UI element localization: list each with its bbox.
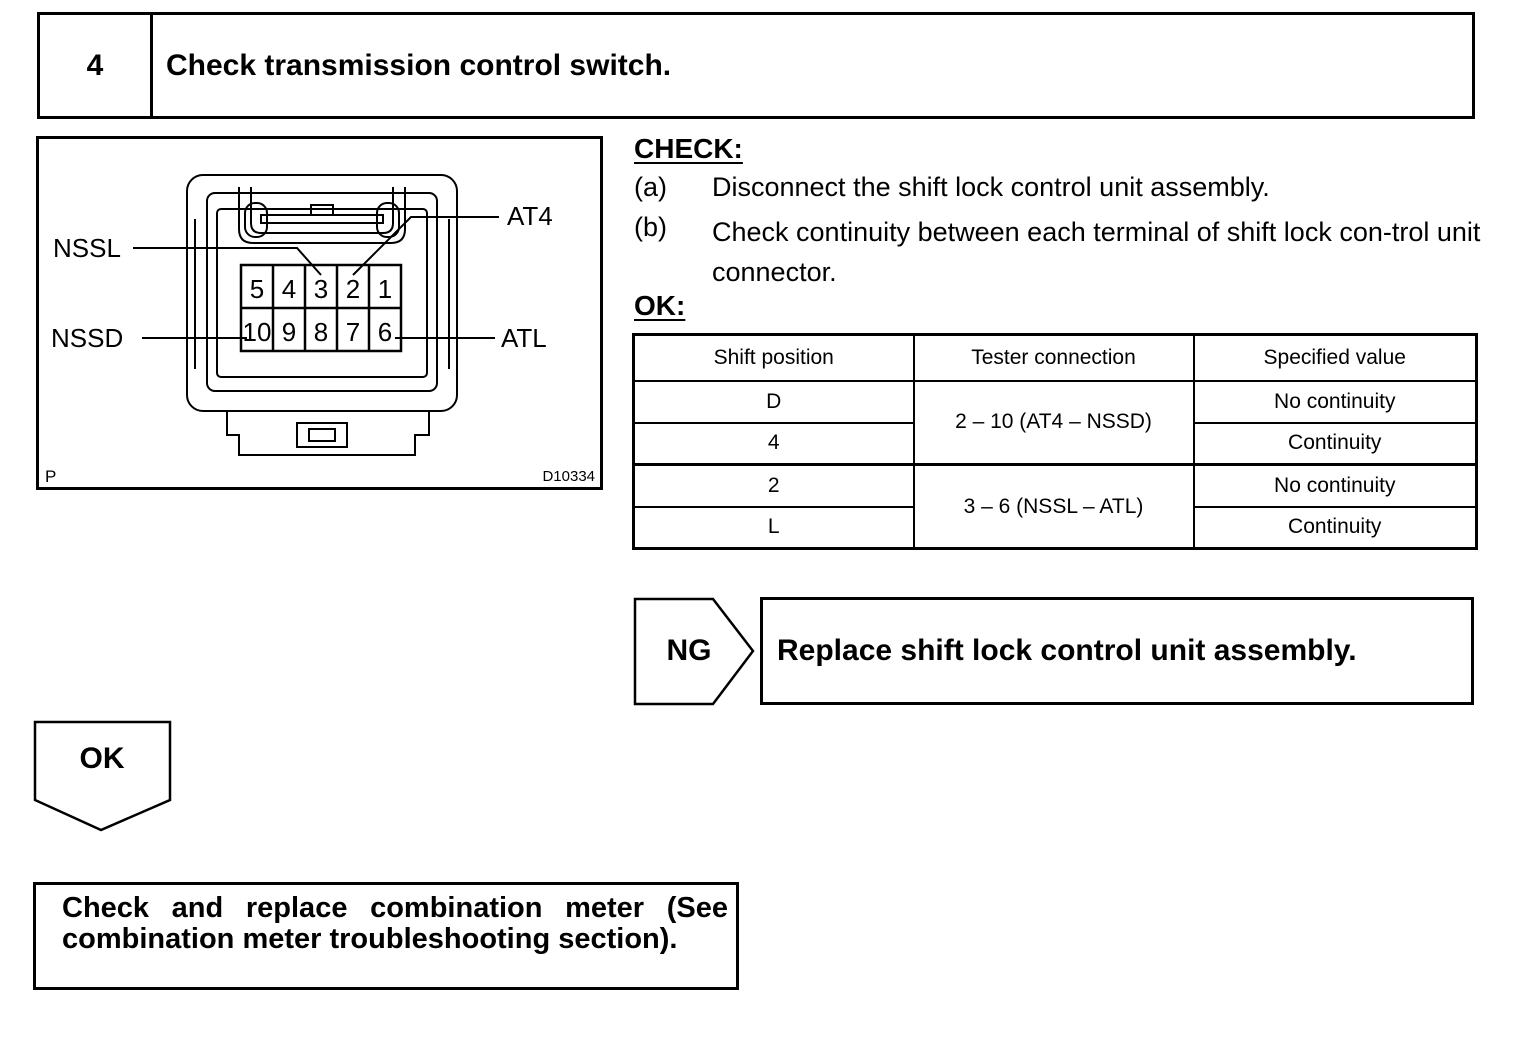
table-row: 4 Continuity xyxy=(632,421,1478,466)
cell-value: No continuity xyxy=(1192,379,1478,424)
step-title: Check transmission control switch. xyxy=(166,48,672,82)
connector-inner-shell xyxy=(206,192,438,392)
pin-10: 10 xyxy=(243,317,272,347)
cell-value: Continuity xyxy=(1192,421,1478,466)
pin-6: 6 xyxy=(378,317,392,347)
check-item-b-tag: (b) xyxy=(634,212,667,242)
label-at4: AT4 xyxy=(507,201,553,231)
header-shift-position: Shift position xyxy=(632,333,915,382)
ng-action-box: Replace shift lock control unit assembly… xyxy=(760,597,1474,705)
diagram-id: D10334 xyxy=(542,468,595,485)
header-tester-connection: Tester connection xyxy=(912,333,1195,382)
final-action-text: Check and replace combination meter (See… xyxy=(62,892,728,955)
ok-heading: OK: xyxy=(634,290,686,321)
ok-label: OK xyxy=(79,742,125,775)
pin-9: 9 xyxy=(282,317,296,347)
cell-position: L xyxy=(632,505,915,550)
leader-nssl xyxy=(133,247,322,276)
pin-8: 8 xyxy=(314,317,328,347)
ok-arrow-shape xyxy=(33,720,172,832)
leader-at4 xyxy=(352,216,499,276)
pin-7: 7 xyxy=(346,317,360,347)
table-row: 2 3 – 6 (NSSL – ATL) No continuity xyxy=(632,463,1478,550)
check-item-a-text: Disconnect the shift lock control unit a… xyxy=(712,172,1270,202)
label-nssd: NSSD xyxy=(51,323,123,353)
cell-position: D xyxy=(632,379,915,424)
ng-label: NG xyxy=(666,634,712,667)
check-item-b-text: Check continuity between each terminal o… xyxy=(712,217,1481,287)
connector-cavity xyxy=(216,208,428,378)
final-action-box: Check and replace combination meter (See… xyxy=(33,882,739,990)
label-atl: ATL xyxy=(501,323,547,353)
cell-position: 4 xyxy=(632,421,915,466)
connector-latch xyxy=(238,187,406,244)
table-header-row: Shift position Tester connection Specifi… xyxy=(632,333,1478,382)
ng-arrow-shape xyxy=(633,597,755,706)
pin-3: 3 xyxy=(314,274,328,304)
pin-4: 4 xyxy=(282,274,296,304)
connector-diagram: 5 4 3 2 1 10 9 8 7 6 AT4 NSSL NSSD ATL P… xyxy=(36,136,603,490)
connector-drawing: 5 4 3 2 1 10 9 8 7 6 AT4 NSSL NSSD ATL P… xyxy=(45,174,595,486)
cell-value: Continuity xyxy=(1192,505,1478,550)
cell-position: 2 xyxy=(632,463,915,508)
cell-value: No continuity xyxy=(1192,463,1478,508)
table-row: D 2 – 10 (AT4 – NSSD) No continuity xyxy=(632,379,1478,466)
label-nssl: NSSL xyxy=(53,233,121,263)
pin-2: 2 xyxy=(346,274,360,304)
table-row: L Continuity xyxy=(632,505,1478,550)
header-specified-value: Specified value xyxy=(1192,333,1478,382)
cell-connection: 2 – 10 (AT4 – NSSD) xyxy=(912,379,1195,466)
pin-1: 1 xyxy=(378,274,392,304)
connector-outer-shell xyxy=(186,174,458,412)
step-number: 4 xyxy=(40,15,153,116)
connector-bottom-lock xyxy=(226,411,430,456)
step-header: 4 Check transmission control switch. xyxy=(37,12,1475,119)
check-item-a-tag: (a) xyxy=(634,172,667,202)
pin-5: 5 xyxy=(250,274,264,304)
cell-connection: 3 – 6 (NSSL – ATL) xyxy=(912,463,1195,550)
check-heading: CHECK: xyxy=(634,133,743,164)
diagram-corner-p: P xyxy=(45,467,56,486)
specification-table: Shift position Tester connection Specifi… xyxy=(632,333,1478,550)
